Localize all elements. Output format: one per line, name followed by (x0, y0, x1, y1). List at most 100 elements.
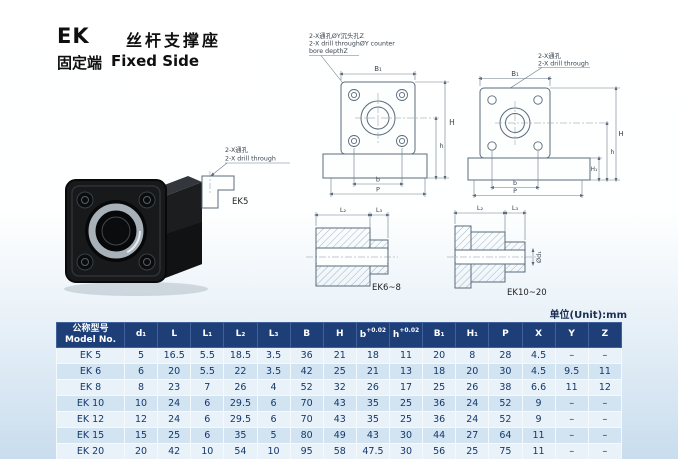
value-cell: 4 (256, 378, 291, 396)
value-cell: 5 (123, 346, 159, 364)
value-cell: 21 (355, 362, 391, 380)
value-cell: 32 (322, 378, 357, 396)
value-cell: – (587, 346, 623, 364)
value-cell: 8 (455, 346, 490, 364)
value-cell: 6.6 (521, 378, 556, 396)
value-cell: 43 (322, 410, 357, 428)
value-cell: 70 (289, 410, 324, 428)
value-cell: 9.5 (554, 362, 589, 380)
value-cell: – (554, 410, 589, 428)
value-cell: 17 (388, 378, 424, 396)
value-cell: 54 (223, 442, 258, 459)
value-cell: 16.5 (157, 346, 192, 364)
value-cell: 25 (455, 442, 490, 459)
product-photo (64, 176, 208, 296)
value-cell: 25 (388, 394, 424, 412)
subtitle-cn: 固定端 (57, 54, 103, 72)
value-cell: 43 (355, 426, 391, 444)
value-cell: 25 (322, 362, 357, 380)
value-cell: 49 (322, 426, 357, 444)
column-header: H₁ (455, 322, 490, 348)
value-cell: 6 (190, 394, 225, 412)
counterbore-holes (348, 89, 408, 147)
value-cell: 28 (488, 346, 523, 364)
dim-label-L3: L₃ (512, 204, 519, 212)
value-cell: 22 (223, 362, 258, 380)
value-cell: – (554, 426, 589, 444)
front-view-counterbore-drawing: 2-X通孔ØY沉头孔Z 2-X drill throughØY counter … (309, 31, 455, 197)
dim-H (550, 85, 620, 183)
value-cell: 15 (123, 426, 159, 444)
value-cell: 25 (157, 426, 192, 444)
value-cell: 27 (455, 426, 490, 444)
value-cell: 21 (322, 346, 357, 364)
value-cell: 25 (422, 378, 457, 396)
dim-H1 (590, 155, 602, 183)
value-cell: 20 (455, 362, 490, 380)
subtitle: 固定端 Fixed Side (57, 52, 199, 73)
value-cell: – (587, 442, 623, 459)
value-cell: 26 (223, 378, 258, 396)
value-cell: 44 (422, 426, 457, 444)
value-cell: 36 (422, 410, 457, 428)
value-cell: 42 (157, 442, 192, 459)
value-cell: 42 (289, 362, 324, 380)
drawing-label-ek68: EK6~8 (372, 283, 401, 293)
ek5-profile-outline (201, 175, 235, 209)
value-cell: 24 (157, 410, 192, 428)
value-cell: – (587, 410, 623, 428)
column-header: P (488, 322, 523, 348)
value-cell: 75 (488, 442, 523, 459)
body-outline (322, 81, 428, 179)
annotation-text: 2-X通孔 (538, 51, 562, 60)
value-cell: – (554, 394, 589, 412)
value-cell: 4.5 (521, 346, 556, 364)
drawing-label-ek5: EK5 (232, 197, 248, 207)
dim-H (415, 79, 449, 181)
model-cell: EK 10 (56, 394, 125, 412)
value-cell: 25 (388, 410, 424, 428)
value-cell: 47.5 (355, 442, 391, 459)
value-cell: 18 (355, 346, 391, 364)
subtitle-en: Fixed Side (111, 52, 200, 70)
annotation-text: 2-X通孔 (225, 145, 249, 154)
dim-label-h: h (440, 142, 444, 150)
value-cell: 10 (190, 442, 225, 459)
centerlines (355, 93, 439, 143)
value-cell: – (587, 394, 623, 412)
body-outline (467, 87, 591, 181)
value-cell: 58 (322, 442, 357, 459)
value-cell: 64 (488, 426, 523, 444)
bore-edges (455, 249, 525, 265)
value-cell: 10 (123, 394, 159, 412)
dim-label-h: h (611, 149, 615, 156)
dim-label-P: P (513, 188, 517, 195)
value-cell: 35 (355, 410, 391, 428)
photo-shadow (64, 282, 208, 296)
leader-line (210, 162, 290, 177)
drillthrough-annotation: 2-X通孔 2-X drill through (538, 51, 589, 68)
cap-screw-sockets (81, 196, 151, 266)
ek5-drill-annotation: 2-X通孔 2-X drill through (225, 145, 276, 163)
dim-label-b: b (513, 180, 517, 187)
value-cell: 24 (455, 394, 490, 412)
dim-P (328, 178, 428, 197)
value-cell: 30 (388, 442, 424, 459)
column-header: B (289, 322, 324, 348)
value-cell: 11 (521, 426, 556, 444)
value-cell: 11 (554, 378, 589, 396)
annotation-text: 2-X drill throughØY counter (309, 40, 395, 48)
model-cell: EK 6 (56, 362, 125, 380)
dim-label-B1: B₁ (511, 70, 519, 78)
value-cell: 20 (123, 442, 159, 459)
column-header: L₂ (223, 322, 258, 348)
value-cell: 38 (488, 378, 523, 396)
value-cell: 70 (289, 394, 324, 412)
centerlines (495, 101, 609, 145)
value-cell: 6 (190, 426, 225, 444)
annotation-text: 2-X drill through (225, 156, 276, 163)
value-cell: 11 (521, 442, 556, 459)
